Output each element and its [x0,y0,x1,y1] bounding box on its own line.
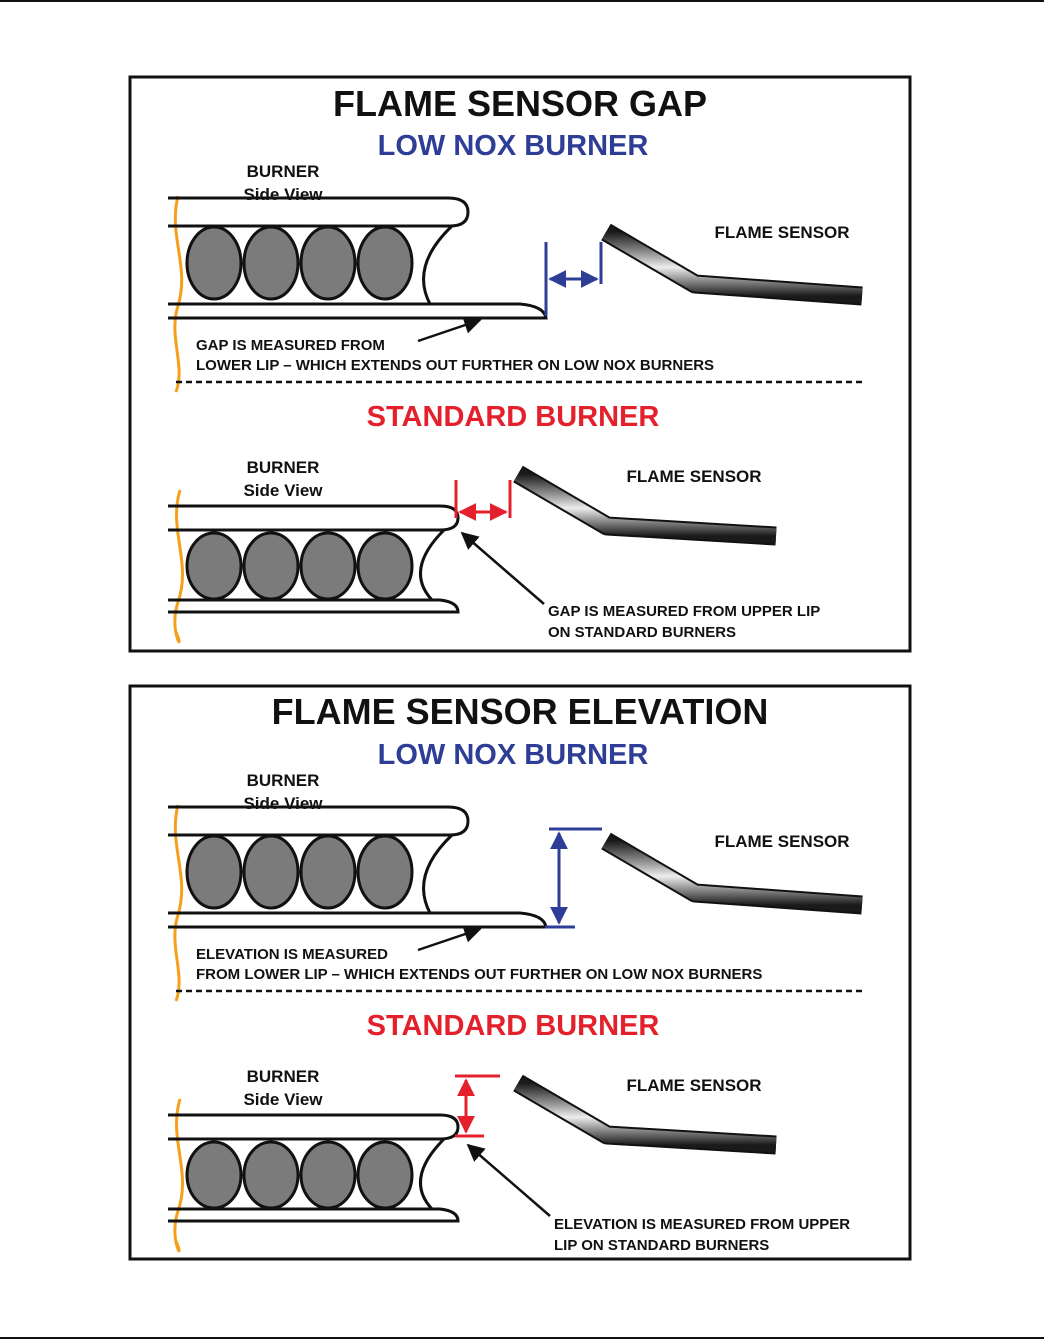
gap-low-nox-burner-label: BURNER [247,162,320,181]
gap-low-nox-note-arrow [417,316,482,343]
gap-low-nox-sensor-label: FLAME SENSOR [714,223,849,242]
gap-standard-burner-label: BURNER [247,458,320,477]
elevation-standard-heading: STANDARD BURNER [367,1010,660,1042]
gap-standard-heading: STANDARD BURNER [367,401,660,433]
gap-panel: FLAME SENSOR GAP LOW NOX BURNER BURNER S… [128,75,912,653]
elevation-low-nox-section: LOW NOX BURNER BURNER Side View FLAME SE… [166,739,862,1003]
elevation-standard-note-arrow [466,1143,551,1217]
gap-low-nox-section: LOW NOX BURNER BURNER Side View FLAME SE… [166,130,862,394]
elevation-low-nox-note-line-1: ELEVATION IS MEASURED [196,946,388,963]
elevation-low-nox-sensor-label: FLAME SENSOR [714,832,849,851]
gap-standard-sensor-label: FLAME SENSOR [626,467,761,486]
gap-standard-note-line-2: ON STANDARD BURNERS [548,624,736,641]
elevation-standard-burner-sublabel: Side View [243,1090,323,1109]
elevation-low-nox-note-line-2: FROM LOWER LIP – WHICH EXTENDS OUT FURTH… [196,966,762,983]
gap-low-nox-burner-sublabel: Side View [243,185,323,204]
elevation-panel: FLAME SENSOR ELEVATION LOW NOX BURNER BU… [128,684,912,1261]
gap-standard-burner-sublabel: Side View [243,481,323,500]
elevation-low-nox-heading: LOW NOX BURNER [378,739,649,771]
elevation-standard-note-line-2: LIP ON STANDARD BURNERS [554,1237,769,1254]
elevation-low-nox-burner-label: BURNER [247,771,320,790]
gap-low-nox-note-line-2: LOWER LIP – WHICH EXTENDS OUT FURTHER ON… [196,357,714,374]
gap-low-nox-note-line-1: GAP IS MEASURED FROM [196,337,385,354]
elevation-standard-burner-label: BURNER [247,1067,320,1086]
gap-standard-note-arrow [460,531,545,605]
elevation-standard-sensor-label: FLAME SENSOR [626,1076,761,1095]
elevation-standard-note-line-1: ELEVATION IS MEASURED FROM UPPER [554,1216,850,1233]
elevation-panel-title: FLAME SENSOR ELEVATION [272,691,769,732]
gap-panel-frame [128,75,912,653]
gap-panel-title: FLAME SENSOR GAP [333,83,707,124]
elevation-standard-section: STANDARD BURNER BURNER Side View FLAME S… [166,1010,850,1254]
elevation-low-nox-burner-sublabel: Side View [243,794,323,813]
gap-low-nox-heading: LOW NOX BURNER [378,130,649,162]
gap-standard-note-line-1: GAP IS MEASURED FROM UPPER LIP [548,603,820,620]
gap-standard-section: STANDARD BURNER BURNER Side View FLAME S… [166,401,820,644]
elevation-low-nox-note-arrow [417,925,482,952]
